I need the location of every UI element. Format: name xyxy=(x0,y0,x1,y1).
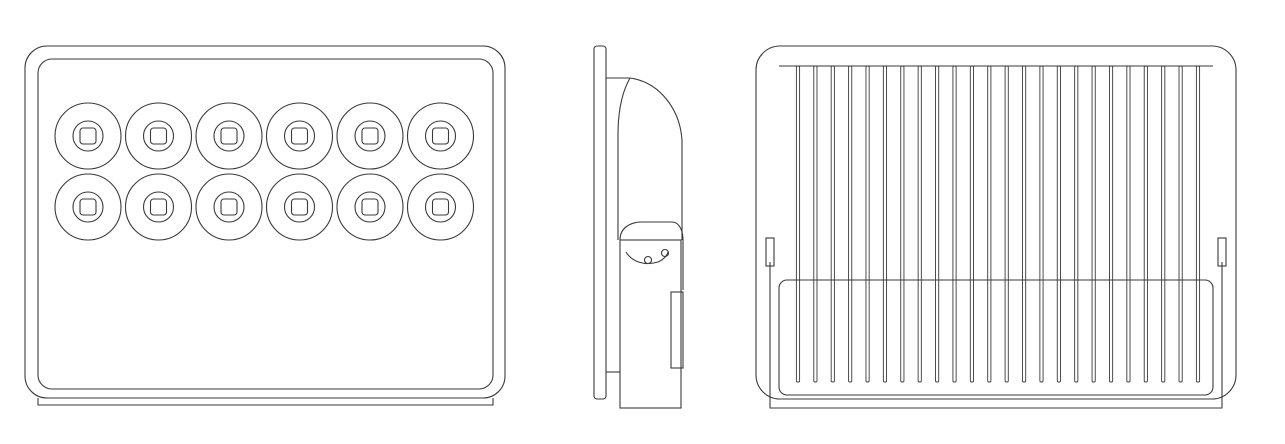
bracket-top xyxy=(619,221,684,290)
led-lens-outer xyxy=(406,173,475,241)
led-lens-ring xyxy=(424,191,457,223)
led-lens-outer xyxy=(195,173,263,241)
side-front-glass xyxy=(593,45,607,400)
front-inner-frame xyxy=(37,58,494,390)
front-view xyxy=(24,45,506,406)
back-outer-frame xyxy=(755,45,1237,400)
heat-sink-fin xyxy=(969,65,974,383)
led-chip xyxy=(361,198,379,216)
bracket-slot xyxy=(625,251,669,265)
heat-sink-fin xyxy=(987,65,992,383)
bracket-screw xyxy=(660,248,670,258)
led-lens-ring xyxy=(142,191,175,223)
led-chip xyxy=(431,127,450,145)
led-lens-outer xyxy=(54,173,122,241)
led-lens-outer xyxy=(265,173,334,241)
led-module xyxy=(406,102,475,170)
led-module xyxy=(336,173,404,241)
led-lens-ring xyxy=(354,191,386,223)
heat-sink-fin xyxy=(882,65,888,383)
heat-sink-fin xyxy=(1074,65,1079,383)
heat-sink-fin xyxy=(1161,65,1166,383)
led-lens-ring xyxy=(424,120,457,152)
heat-sink-fin xyxy=(1178,65,1183,383)
heat-sink-fin xyxy=(1039,65,1044,383)
side-housing-inner xyxy=(617,77,631,240)
led-chip xyxy=(431,198,450,216)
side-housing-curve xyxy=(606,77,683,240)
led-lens-ring xyxy=(283,120,316,152)
led-module xyxy=(336,102,404,170)
led-lens-ring xyxy=(213,191,245,223)
led-module xyxy=(265,102,334,170)
led-lens-outer xyxy=(54,102,122,170)
bracket-side-tab xyxy=(670,291,684,369)
led-module xyxy=(195,102,263,170)
heat-sink-fin xyxy=(1195,65,1201,383)
led-lens-ring xyxy=(72,191,104,223)
led-grid xyxy=(54,102,475,241)
led-lens-ring xyxy=(354,120,386,152)
led-module xyxy=(54,173,122,241)
front-bottom-lip xyxy=(37,398,494,406)
heat-sink-fin xyxy=(1022,65,1027,383)
right-bracket-clamp xyxy=(1217,237,1227,267)
led-lens-outer xyxy=(195,102,263,170)
front-outer-frame xyxy=(24,45,506,399)
heat-sink-fin xyxy=(813,65,818,383)
led-module xyxy=(124,102,193,170)
led-chip xyxy=(79,127,97,145)
heat-sink-fin xyxy=(1143,65,1148,383)
mounting-bracket xyxy=(769,262,1223,409)
led-lens-outer xyxy=(124,173,193,241)
led-lens-ring xyxy=(283,191,316,223)
led-chip xyxy=(220,198,238,216)
heat-sink-fin xyxy=(848,65,853,383)
heat-sink-fin xyxy=(1004,65,1009,383)
led-module xyxy=(406,173,475,241)
led-chip xyxy=(290,198,309,216)
led-module xyxy=(54,102,122,170)
heat-sink-fin xyxy=(900,65,905,383)
heat-sink-fin xyxy=(1056,65,1061,383)
heat-sink-fins xyxy=(779,65,1213,383)
bracket-knob xyxy=(643,255,653,265)
rear-driver-box xyxy=(778,279,1214,396)
heat-sink-fin xyxy=(830,65,835,383)
heat-sink-fin xyxy=(1091,65,1096,383)
led-chip xyxy=(149,198,168,216)
led-chip xyxy=(290,127,309,145)
led-chip xyxy=(79,198,97,216)
bracket-plate xyxy=(619,239,682,409)
side-view xyxy=(593,45,684,409)
led-lens-ring xyxy=(142,120,175,152)
led-lens-outer xyxy=(406,102,475,170)
back-view xyxy=(755,45,1237,409)
led-module xyxy=(265,173,334,241)
led-chip xyxy=(149,127,168,145)
led-lens-outer xyxy=(336,102,404,170)
led-chip xyxy=(361,127,379,145)
heat-sink-fin xyxy=(917,65,922,383)
led-lens-outer xyxy=(124,102,193,170)
heat-sink-fin xyxy=(952,65,957,383)
heat-sink-fin xyxy=(865,65,870,383)
led-chip xyxy=(220,127,238,145)
led-module xyxy=(195,173,263,241)
left-bracket-clamp xyxy=(765,237,775,267)
heat-sink-fin xyxy=(795,65,801,383)
heat-sink-fin xyxy=(1126,65,1131,383)
heat-sink-fin xyxy=(1108,65,1114,383)
led-lens-ring xyxy=(72,120,104,152)
led-lens-outer xyxy=(336,173,404,241)
led-module xyxy=(124,173,193,241)
led-lens-outer xyxy=(265,102,334,170)
led-lens-ring xyxy=(213,120,245,152)
heat-sink-fin xyxy=(935,65,940,383)
